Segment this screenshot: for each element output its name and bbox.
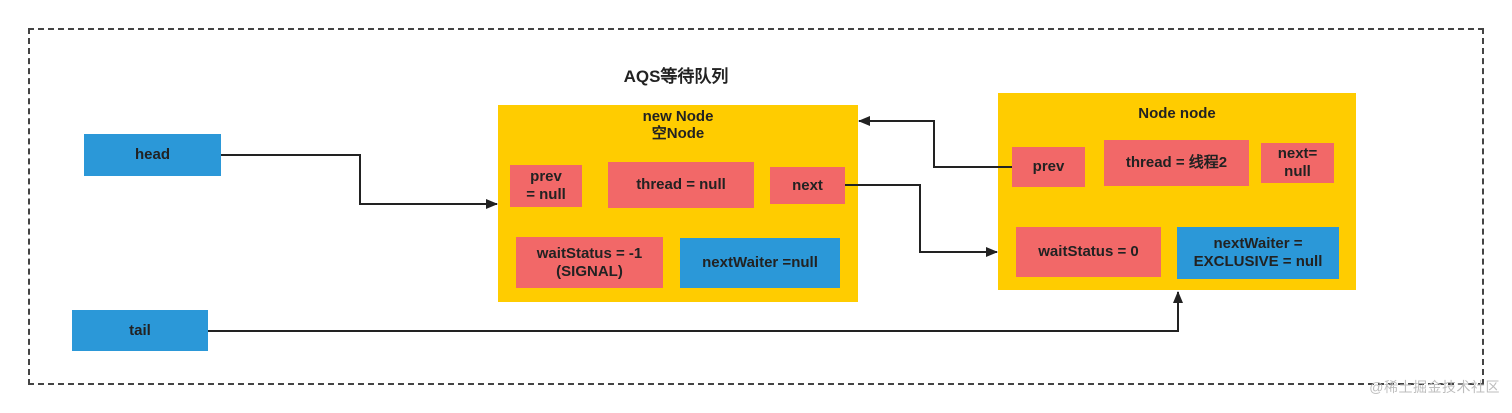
- new-node-title: new Node 空Node: [642, 108, 714, 142]
- diagram-title: AQS等待队列: [623, 67, 729, 86]
- tail-label: tail: [129, 321, 151, 339]
- node-thread-field: thread = 线程2: [1104, 140, 1249, 186]
- tail-pointer: tail: [72, 310, 208, 351]
- new-node-prev-field: prev = null: [510, 165, 582, 207]
- node-waitstatus-field: waitStatus = 0: [1016, 227, 1161, 277]
- queue-frame: [28, 28, 1484, 385]
- new-node-nextwaiter-field: nextWaiter =null: [680, 238, 840, 288]
- new-node-next-field: next: [770, 167, 845, 204]
- node-title: Node node: [1138, 105, 1216, 122]
- head-to-new-node-arrow: [221, 154, 498, 209]
- node-next-field: next= null: [1261, 143, 1334, 183]
- tail-to-node-arrow: [208, 291, 1183, 332]
- new-node-next-to-node-arrow: [845, 184, 998, 257]
- node-nextwaiter-field: nextWaiter = EXCLUSIVE = null: [1177, 227, 1339, 279]
- node-prev-field: prev: [1012, 147, 1085, 187]
- node-prev-to-new-node-arrow: [858, 116, 1012, 168]
- head-pointer: head: [84, 134, 221, 176]
- head-label: head: [134, 146, 170, 163]
- watermark: @稀土掘金技术社区: [1369, 379, 1500, 395]
- new-node-thread-field: thread = null: [608, 162, 754, 208]
- new-node-waitstatus-field: waitStatus = -1 (SIGNAL): [516, 237, 663, 288]
